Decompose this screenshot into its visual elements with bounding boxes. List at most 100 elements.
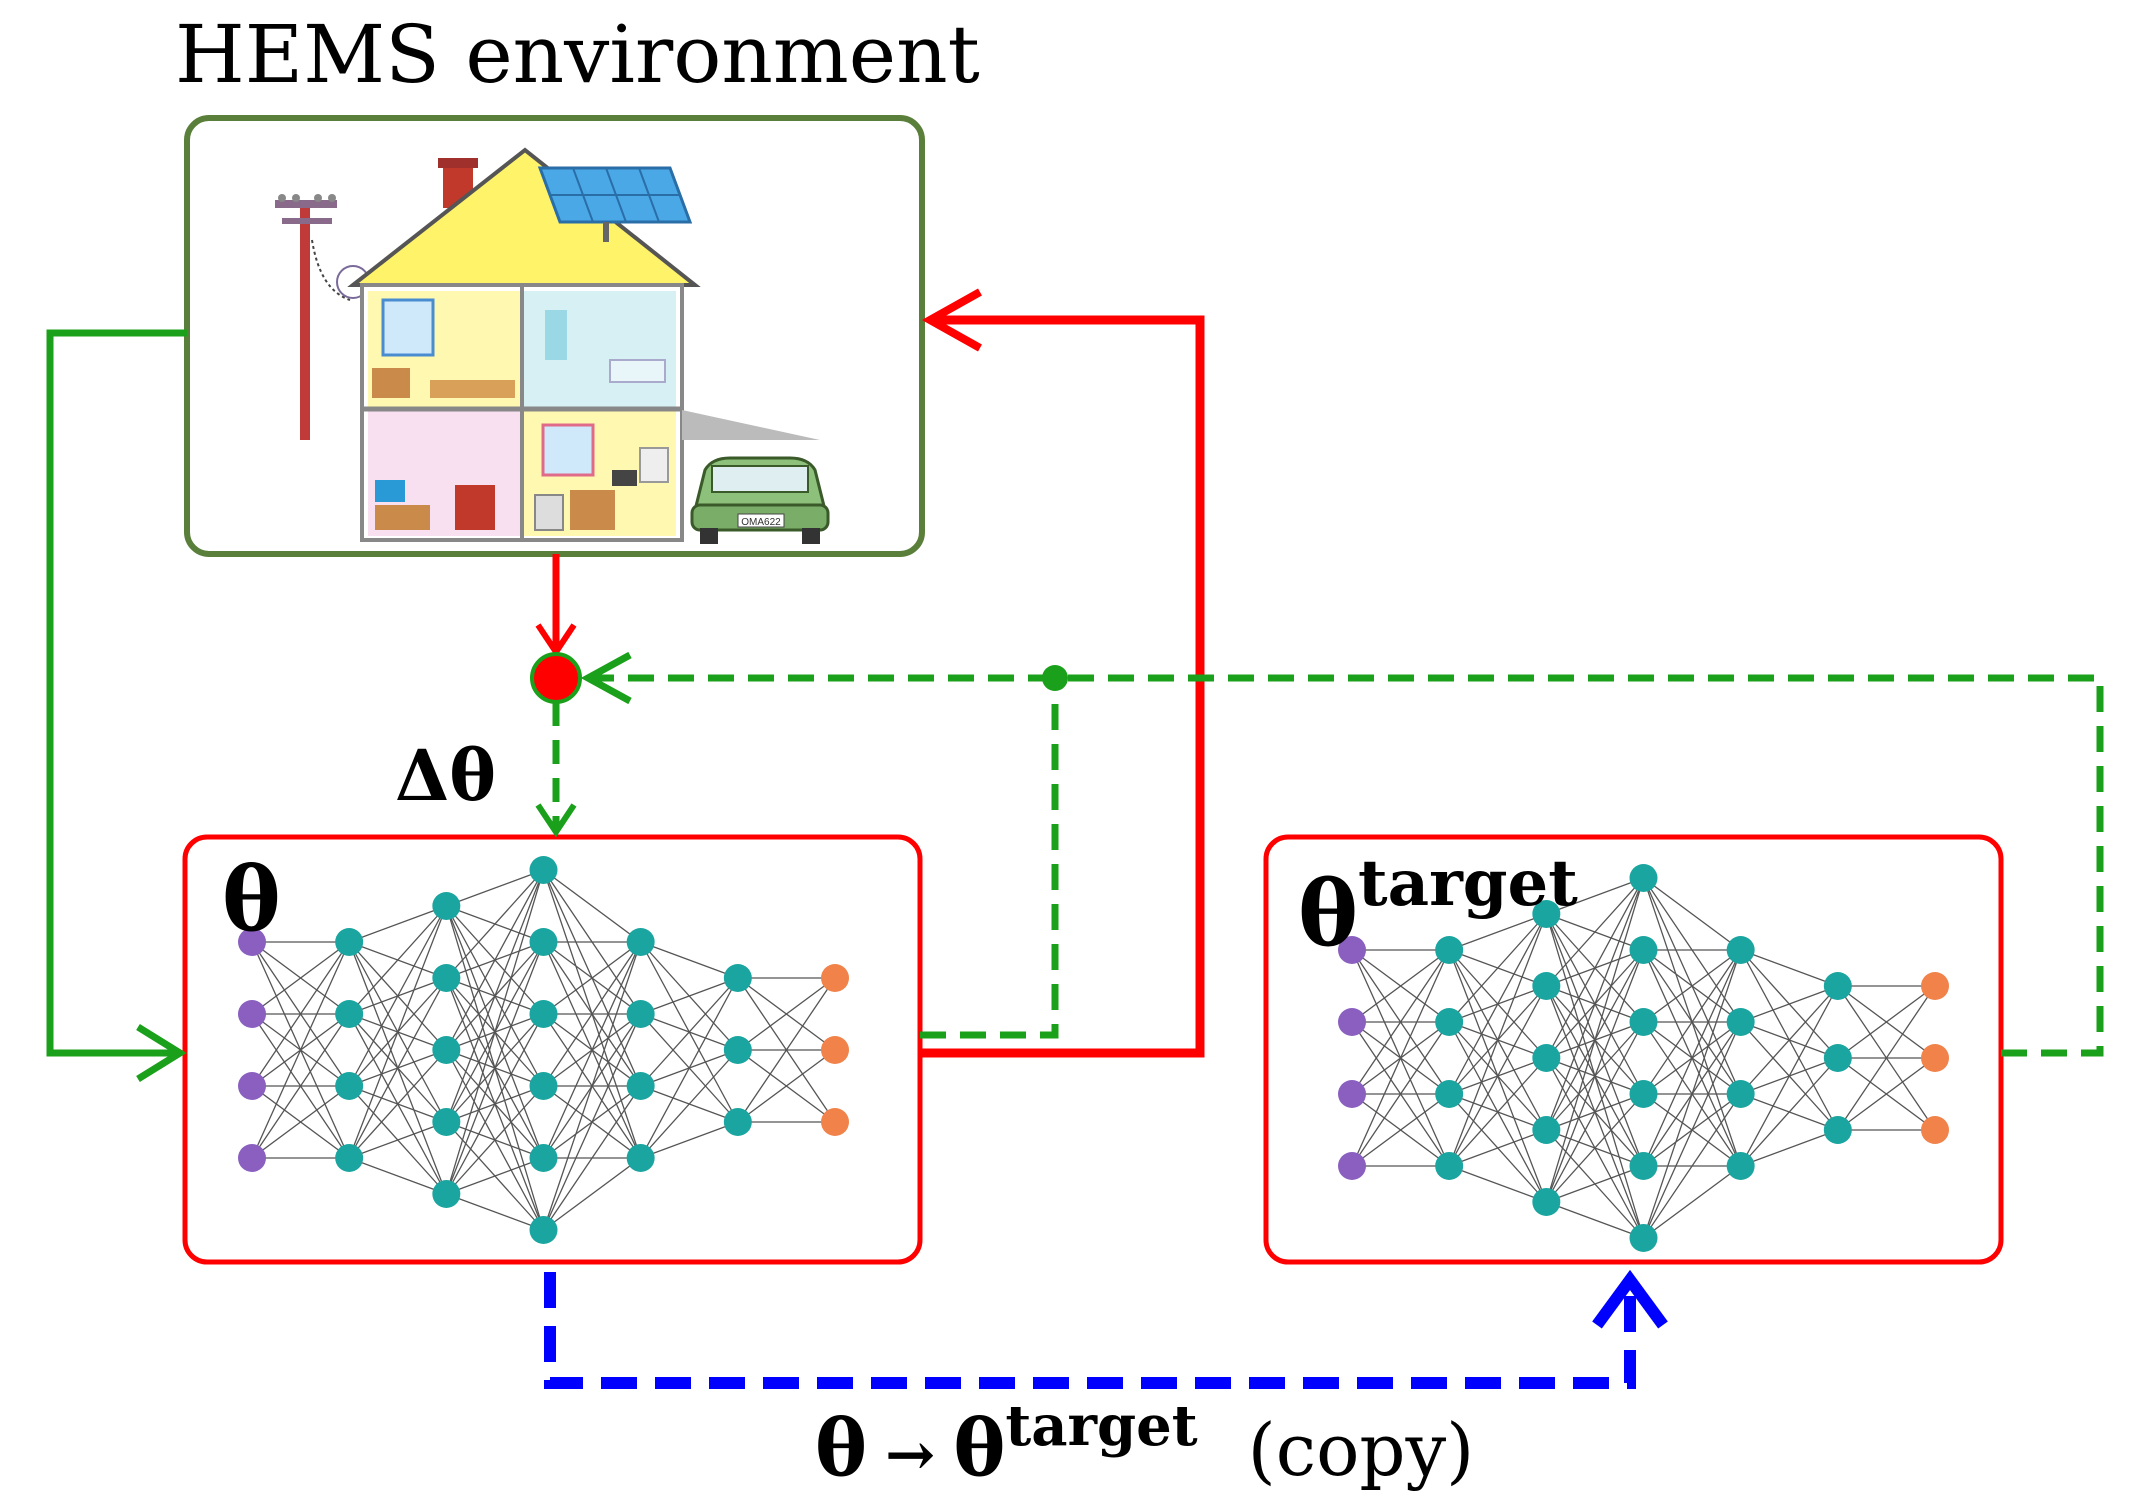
target-network-superscript: target [1358,846,1578,921]
network-edge [1448,1057,1547,1167]
summing-node [530,652,582,704]
network-edge [542,941,642,1159]
hidden-node [1823,972,1852,1000]
input-node [238,928,266,956]
output-node [821,1108,849,1136]
network-edge [1448,913,1547,1095]
hidden-node [1435,1080,1464,1108]
update-arrowhead [535,803,577,838]
network-edge [251,941,350,1087]
output-node [821,964,849,992]
network-edge [737,977,836,1051]
network-edge [1448,1129,1547,1167]
copy-connector [544,1272,1636,1389]
network-edge [640,977,739,1159]
network-edge [445,869,544,979]
hidden-node [723,1108,752,1136]
network-edge [445,1013,545,1195]
network-edge [1740,985,1839,1095]
network-edge [1740,1057,1839,1167]
hidden-node [1823,1044,1852,1072]
network-edge [348,905,447,1159]
network-edge [543,869,642,943]
network-edge [445,869,545,1195]
network-edge [1643,1165,1742,1239]
hidden-node [1629,936,1658,964]
network-edge [1448,985,1547,1167]
copy-label: θ→θtarget(copy) [815,1393,1474,1494]
hidden-node [335,1000,364,1028]
hidden-node [1823,1116,1852,1144]
network-edge [445,1085,544,1195]
network-edge [446,1157,544,1195]
network-edge [1351,949,1450,1095]
network-edge [542,1085,642,1231]
hidden-node [1726,1152,1755,1180]
hidden-node [529,928,558,956]
network-edge [1546,1201,1644,1239]
network-edge [348,905,447,943]
hidden-node [529,1000,558,1028]
target-network [1338,864,1949,1252]
hidden-node [1532,900,1561,928]
hidden-node [529,856,558,884]
network-edge [446,1193,544,1231]
output-node [821,1036,849,1064]
hidden-node [432,1180,461,1208]
network-edge [1642,949,1742,1095]
input-node [238,1000,266,1028]
network-edge [1740,949,1839,987]
network-edge [1545,877,1645,1131]
hidden-node [1435,1152,1464,1180]
hidden-node [1629,1152,1658,1180]
network-edge [445,941,545,1195]
copy-from-symbol: θ [815,1403,867,1494]
network-edge [1351,1093,1450,1167]
hidden-node [1532,1044,1561,1072]
network-edge [1351,949,1450,1167]
hidden-node [1726,1008,1755,1036]
hidden-node [1532,1188,1561,1216]
network-edge [1837,985,1936,1059]
network-edge [445,869,545,1051]
network-edge [251,941,350,1015]
network-edge [446,869,544,907]
network-edge [1643,877,1742,951]
network-edge [348,1157,447,1195]
network-edge [348,1049,447,1159]
hidden-node [529,1144,558,1172]
network-edge [737,1049,836,1123]
hidden-node [432,1036,461,1064]
target-network-symbol: θ [1298,861,1358,967]
hidden-node [626,1000,655,1028]
hidden-node [1726,936,1755,964]
network-edge [1351,949,1450,1023]
hidden-node [1532,972,1561,1000]
network-edge [640,977,739,1087]
network-edge [1837,985,1936,1131]
input-node [238,1144,266,1172]
network-edge [640,1049,739,1159]
network-edge [251,941,350,1159]
house-illustration: OMA622 [275,147,830,544]
hidden-node [1532,1116,1561,1144]
copy-arrowhead [1592,1269,1668,1329]
hidden-node [1726,1080,1755,1108]
network-edge [1545,877,1645,1059]
network-edge [251,1085,350,1159]
network-edge [1643,949,1742,1023]
action-arrowhead [921,288,982,352]
input-node [238,1072,266,1100]
network-edge [1448,913,1547,1023]
online-network [238,856,849,1244]
environment-title: HEMS environment [175,8,980,101]
hidden-node [432,1108,461,1136]
network-edge [1740,1129,1839,1167]
network-edge [348,1121,447,1159]
network-edge [1545,877,1644,987]
target-feedback-connector [584,674,2104,1057]
hidden-node [1629,864,1658,892]
network-edge [1546,1165,1644,1203]
network-edge [348,905,447,1015]
